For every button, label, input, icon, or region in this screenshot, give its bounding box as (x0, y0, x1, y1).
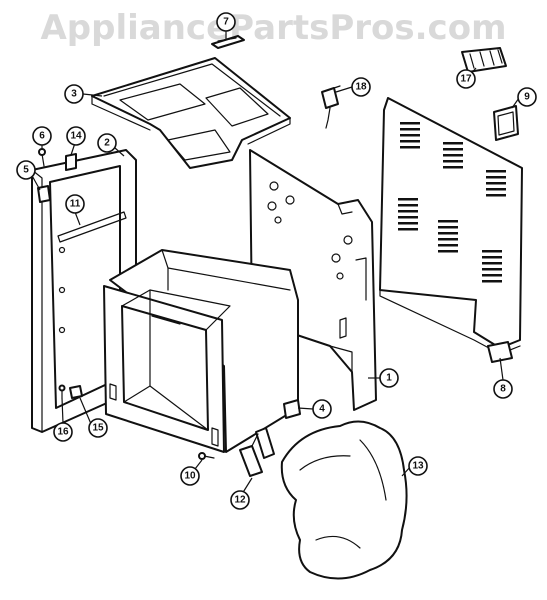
part-back-panel (379, 97, 523, 355)
svg-text:3: 3 (71, 89, 77, 100)
svg-text:4: 4 (319, 404, 325, 415)
leader-lines (29, 27, 520, 495)
svg-text:16: 16 (57, 427, 69, 438)
callout-12: 12 (230, 490, 250, 510)
part-hinge (239, 427, 275, 477)
callout-9: 9 (517, 87, 537, 107)
svg-text:14: 14 (70, 131, 82, 142)
svg-text:1: 1 (386, 373, 392, 384)
svg-text:11: 11 (70, 199, 81, 210)
part-insulation (280, 420, 408, 580)
callout-8: 8 (493, 379, 513, 399)
part-back-bracket (487, 341, 513, 363)
part-screw-small (38, 148, 46, 167)
callout-2: 2 (97, 133, 117, 153)
callout-11: 11 (65, 194, 85, 214)
svg-text:12: 12 (234, 495, 246, 506)
callout-10: 10 (180, 466, 200, 486)
part-oven-cavity (103, 249, 299, 453)
callout-13: 13 (408, 456, 428, 476)
callout-6: 6 (32, 126, 52, 146)
callout-14: 14 (66, 126, 86, 146)
svg-text:2: 2 (104, 138, 110, 149)
svg-text:15: 15 (92, 423, 104, 434)
callout-3: 3 (64, 84, 84, 104)
callout-16: 16 (53, 422, 73, 442)
callout-4: 4 (312, 399, 332, 419)
svg-text:9: 9 (524, 92, 530, 103)
part-top-panel (91, 57, 291, 169)
part-foot (69, 385, 83, 399)
callout-labels: 7 3 18 17 9 6 14 2 5 11 1 8 4 16 15 13 1… (16, 12, 537, 510)
part-screw-foot (58, 384, 66, 399)
callout-7: 7 (216, 12, 236, 32)
part-terminal-block (461, 47, 507, 73)
part-cover-plate (493, 105, 519, 141)
callout-15: 15 (88, 418, 108, 438)
callout-18: 18 (351, 77, 371, 97)
part-screw (198, 452, 215, 460)
part-cap-top (211, 35, 245, 49)
svg-text:13: 13 (412, 461, 424, 472)
svg-text:17: 17 (460, 74, 472, 85)
part-side-trim (57, 211, 127, 243)
vent-slots (398, 122, 506, 283)
svg-text:7: 7 (223, 17, 229, 28)
part-power-cord (321, 85, 341, 129)
svg-text:8: 8 (500, 384, 506, 395)
callout-17: 17 (456, 69, 476, 89)
callout-1: 1 (379, 368, 399, 388)
svg-text:6: 6 (39, 131, 45, 142)
callout-5: 5 (16, 160, 36, 180)
svg-text:18: 18 (355, 82, 367, 93)
part-clip-small (65, 153, 77, 171)
part-clip (37, 185, 51, 203)
svg-text:10: 10 (184, 471, 196, 482)
part-bracket (283, 399, 301, 419)
svg-text:5: 5 (23, 165, 29, 176)
